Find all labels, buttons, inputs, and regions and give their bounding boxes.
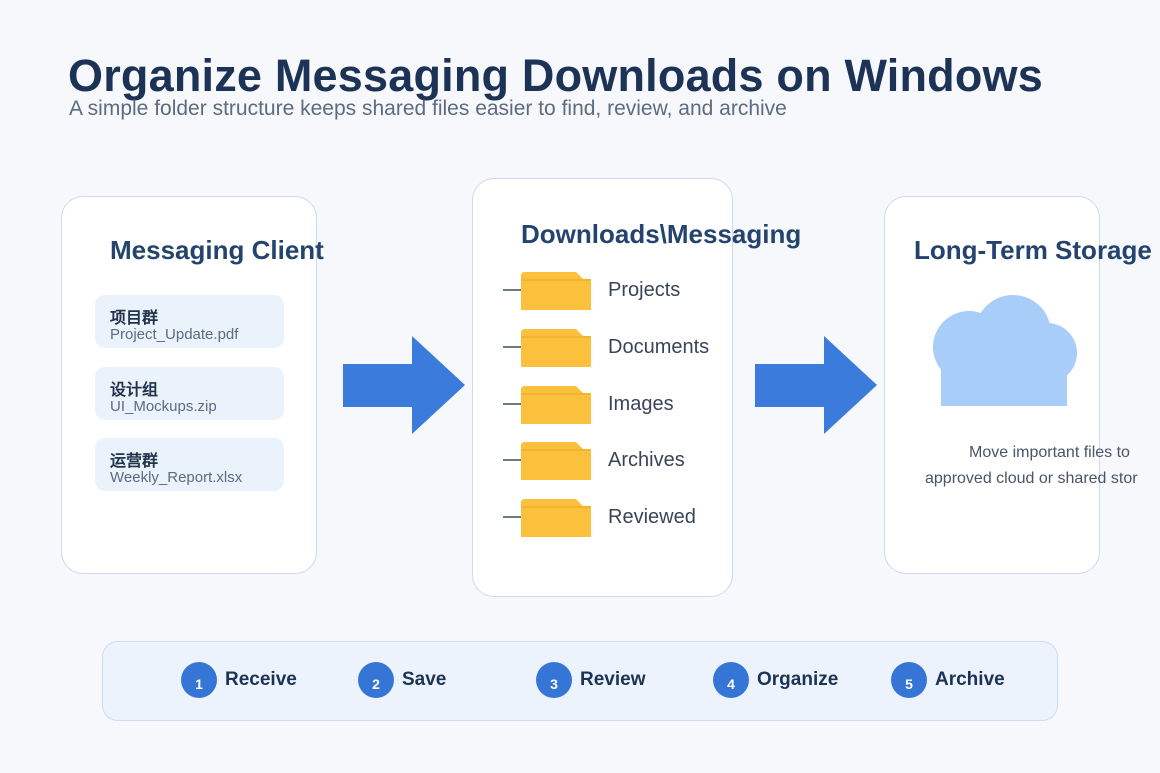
tree-connector xyxy=(503,403,525,405)
right-arrow-icon xyxy=(343,336,465,434)
step-number-badge: 3 xyxy=(536,662,572,698)
storage-title: Long-Term Storage xyxy=(914,235,1152,265)
workflow-steps-bar: 1 Receive 2 Save 3 Review 4 Organize 5 A… xyxy=(102,641,1058,721)
page-subtitle: A simple folder structure keeps shared f… xyxy=(69,97,787,120)
step-label: Save xyxy=(402,669,447,690)
folder-icon xyxy=(521,272,591,310)
chat-file: UI_Mockups.zip xyxy=(110,398,217,415)
step-number-badge: 1 xyxy=(181,662,217,698)
chat-item[interactable]: 项目群 Project_Update.pdf xyxy=(95,295,284,348)
chat-name: 设计组 xyxy=(110,382,159,399)
step-number-badge: 2 xyxy=(358,662,394,698)
step-label: Receive xyxy=(225,669,297,690)
messaging-client-title: Messaging Client xyxy=(110,235,324,265)
messaging-client-panel: Messaging Client 项目群 Project_Update.pdf … xyxy=(61,196,324,574)
step-label: Archive xyxy=(935,669,1005,690)
folder-item-projects[interactable]: Projects xyxy=(503,272,728,312)
chat-file: Weekly_Report.xlsx xyxy=(110,469,243,486)
folder-icon xyxy=(521,499,591,537)
step-number-badge: 4 xyxy=(713,662,749,698)
chat-item[interactable]: 设计组 UI_Mockups.zip xyxy=(95,367,284,420)
storage-description-line: Move important files to xyxy=(969,444,1130,461)
folder-item-reviewed[interactable]: Reviewed xyxy=(503,499,728,539)
step-label: Organize xyxy=(757,669,839,690)
page-title: Organize Messaging Downloads on Windows xyxy=(68,50,1043,101)
step-label: Review xyxy=(580,669,646,690)
storage-description-line: approved cloud or shared stor xyxy=(925,470,1138,487)
folder-label: Images xyxy=(608,393,674,415)
chat-name: 项目群 xyxy=(110,310,159,327)
tree-connector xyxy=(503,289,525,291)
folder-item-archives[interactable]: Archives xyxy=(503,442,728,482)
folder-label: Projects xyxy=(608,279,681,301)
folder-icon xyxy=(521,329,591,367)
folder-icon xyxy=(521,442,591,480)
tree-connector xyxy=(503,516,525,518)
right-arrow-icon xyxy=(755,336,877,434)
chat-name: 运营群 xyxy=(110,453,159,470)
step-number-badge: 5 xyxy=(891,662,927,698)
folder-label: Archives xyxy=(608,449,685,471)
tree-connector xyxy=(503,459,525,461)
chat-item[interactable]: 运营群 Weekly_Report.xlsx xyxy=(95,438,284,491)
long-term-storage-panel: Long-Term Storage Move important files t… xyxy=(884,196,1152,574)
chat-file: Project_Update.pdf xyxy=(110,326,239,343)
tree-connector xyxy=(503,346,525,348)
folder-item-documents[interactable]: Documents xyxy=(503,329,728,369)
folder-item-images[interactable]: Images xyxy=(503,386,728,426)
folder-label: Documents xyxy=(608,336,710,358)
downloads-folder-panel: Downloads\Messaging Projects Documents I… xyxy=(472,178,801,597)
folder-label: Reviewed xyxy=(608,506,696,528)
cloud-icon xyxy=(933,295,1077,406)
storage-description: Move important files to approved cloud o… xyxy=(925,440,1160,492)
downloads-folder-title: Downloads\Messaging xyxy=(521,219,802,249)
folder-icon xyxy=(521,386,591,424)
